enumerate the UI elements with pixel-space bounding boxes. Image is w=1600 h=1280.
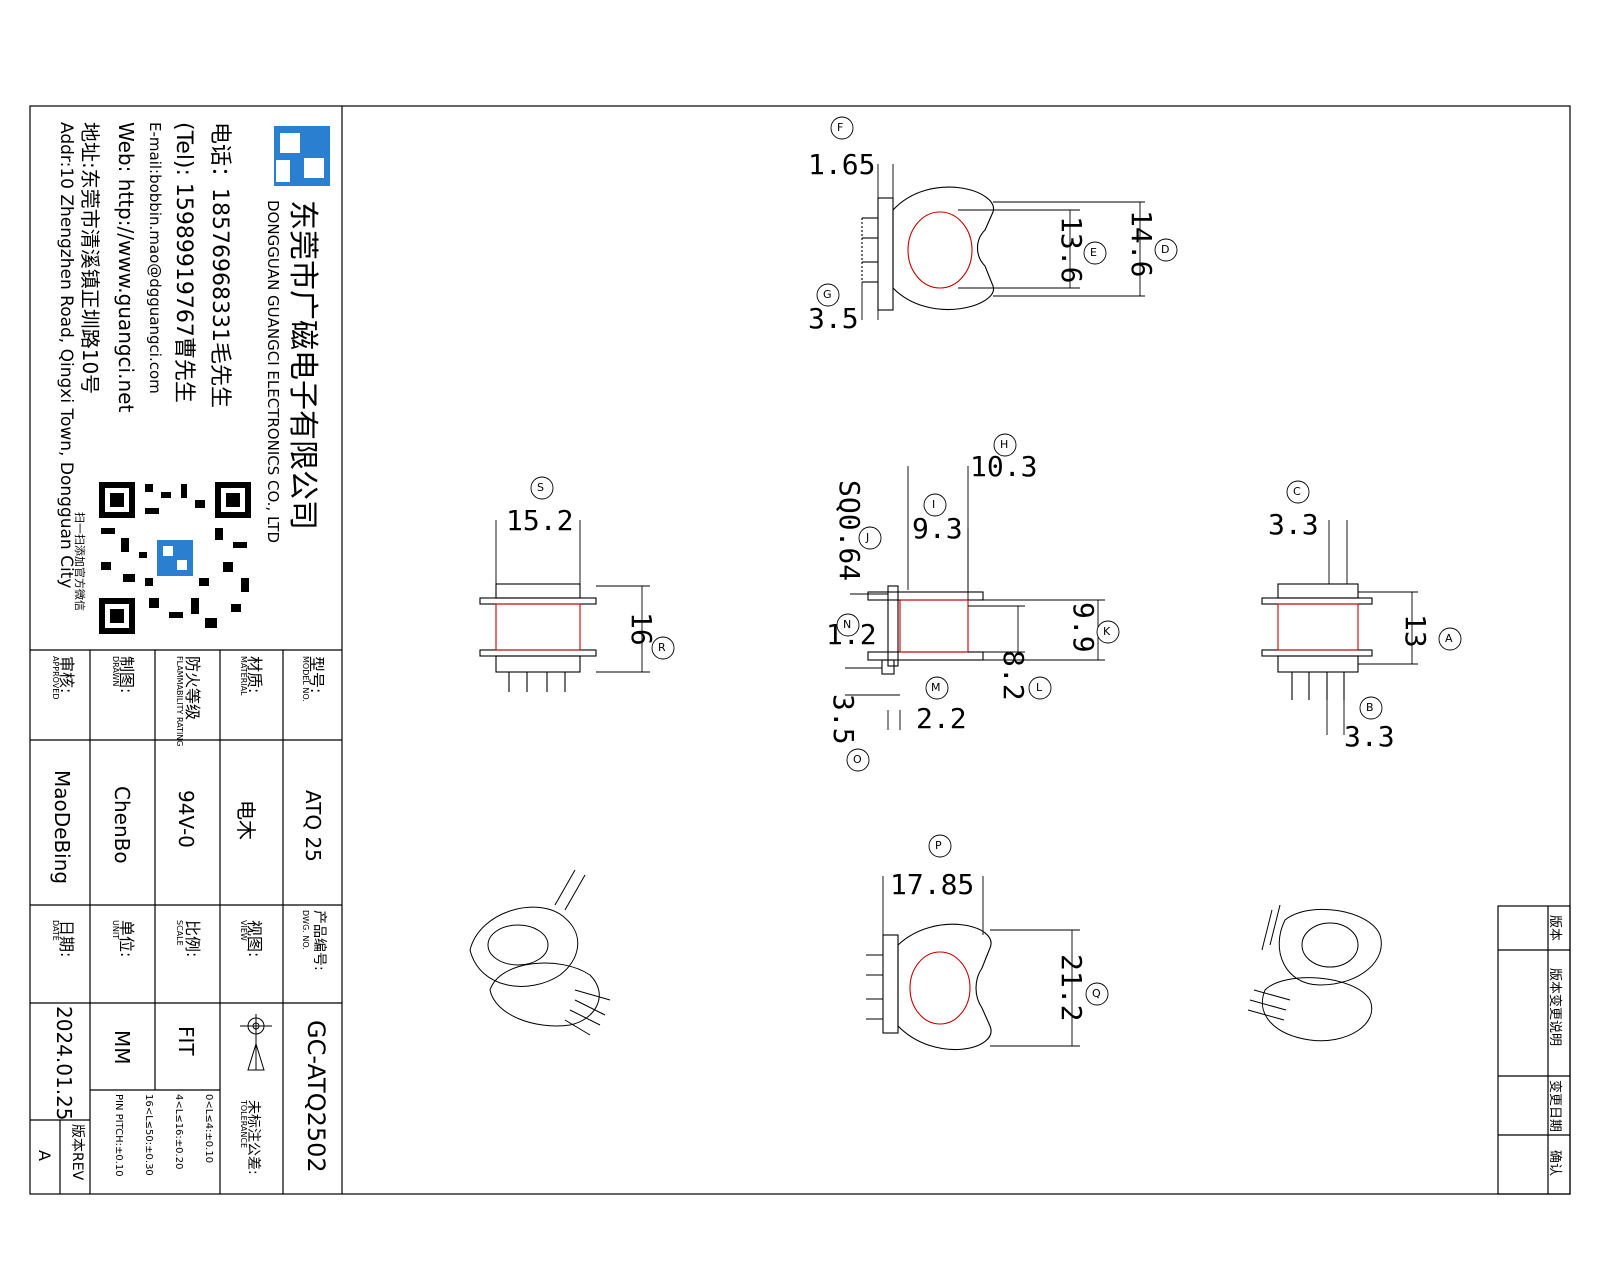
bubble-P: P xyxy=(935,839,942,852)
drawn-label-en: DRAWN xyxy=(111,656,120,687)
bubble-C: C xyxy=(1293,485,1301,498)
fire-rating-label-en: FLAMMABILITY RATING xyxy=(175,656,184,747)
unit-label-en: UNIT xyxy=(111,920,120,940)
side-view-left xyxy=(479,583,597,692)
address-cn-line: 地址:东莞市清溪镇正圳路10号 xyxy=(78,122,102,395)
bubble-S: S xyxy=(537,481,544,494)
dim-O: 3.5 xyxy=(827,694,860,745)
dim-R: 16 xyxy=(625,612,658,646)
rev-col-change: 版本变更说明 xyxy=(1547,968,1562,1047)
tolerance-line-1: 0<L≤4:±0.10 xyxy=(203,1094,214,1164)
bubble-L: L xyxy=(1036,681,1043,694)
tolerance-line-4: PIN PITCH:±0.10 xyxy=(113,1094,124,1177)
bubble-E: E xyxy=(1090,246,1097,259)
dim-J: SQ0.64 xyxy=(833,480,866,582)
dim-H: 10.3 xyxy=(970,450,1038,483)
date-label-en: DATE xyxy=(51,920,60,941)
dimension-bubbles xyxy=(530,116,1462,1006)
front-view xyxy=(850,585,984,675)
tel-line: (Tel): 15989919767曹先生 xyxy=(171,122,196,403)
email-line: E-mail:bobbin.mao@dgguangci.com xyxy=(146,122,164,394)
material-label-en: MATERIAL xyxy=(239,656,248,696)
fire-rating-value: 94V-0 xyxy=(174,790,198,848)
bottom-view xyxy=(866,923,992,1051)
model-value: ATQ 25 xyxy=(301,790,325,862)
iso-view-left xyxy=(469,869,611,1036)
rev-col-version: 版本 xyxy=(1547,915,1562,942)
bubble-A: A xyxy=(1445,632,1453,645)
tolerance-title-en: TOLERANCE xyxy=(239,1100,248,1149)
dim-M: 2.2 xyxy=(916,702,967,735)
dim-P: 17.85 xyxy=(890,868,975,901)
company-name-cn: 东莞市广磁电子有限公司 xyxy=(285,200,320,530)
part-number-label-en: DWG. NO. xyxy=(301,910,310,950)
dim-E: 13.6 xyxy=(1055,216,1088,284)
company-name-en: DONGGUAN GUANGCI ELECTRONICS CO., LTD xyxy=(264,200,282,543)
projection-symbol-icon xyxy=(240,1014,272,1071)
bubble-D: D xyxy=(1161,243,1170,256)
bubble-F: F xyxy=(837,121,844,134)
revision-value: A xyxy=(35,1150,54,1161)
dim-F: 1.65 xyxy=(808,148,876,181)
dim-N: 1.2 xyxy=(826,618,877,651)
dim-B: 3.3 xyxy=(1344,720,1395,753)
bubble-M: M xyxy=(931,681,941,694)
bubble-O: O xyxy=(853,753,862,766)
bubble-Q: Q xyxy=(1092,987,1101,1000)
rev-col-date: 变更日期 xyxy=(1547,1080,1562,1133)
scale-value: FIT xyxy=(174,1026,198,1056)
web-line: Web: http://www.guangci.net xyxy=(114,122,138,413)
side-view-right xyxy=(1261,583,1373,700)
bubble-G: G xyxy=(823,288,832,301)
dim-C: 3.3 xyxy=(1268,508,1319,541)
unit-value: MM xyxy=(110,1030,134,1065)
phone-line: 电话：18576968331毛先生 xyxy=(207,122,232,408)
scale-label: 比例: xyxy=(183,920,202,958)
bubble-R: R xyxy=(658,641,666,654)
dim-I: 9.3 xyxy=(912,512,963,545)
bubble-I: I xyxy=(932,498,936,511)
bubble-N: N xyxy=(843,618,852,631)
company-logo xyxy=(274,126,330,186)
rev-col-confirm: 确认 xyxy=(1547,1150,1562,1177)
revision-label: 版本REV xyxy=(69,1124,85,1181)
bubble-H: H xyxy=(1000,438,1009,451)
dim-A: 13 xyxy=(1399,614,1432,648)
dim-G: 3.5 xyxy=(808,302,859,335)
tolerance-line-3: 16<L≤50:±0.30 xyxy=(143,1094,154,1176)
tolerance-line-2: 4<L≤16:±0.20 xyxy=(173,1094,184,1170)
approved-value: MaoDeBing xyxy=(50,770,74,885)
scale-label-en: SCALE xyxy=(175,920,184,946)
dim-K: 9.9 xyxy=(1067,602,1100,653)
part-number-value: GC-ATQ2502 xyxy=(302,1020,330,1173)
drawn-value: ChenBo xyxy=(110,786,134,864)
bubble-K: K xyxy=(1103,625,1111,638)
bubble-J: J xyxy=(866,531,870,544)
date-value: 2024.01.25 xyxy=(52,1006,76,1121)
material-value: 电木 xyxy=(234,800,258,840)
part-number-label: 产品编号: xyxy=(311,910,327,971)
dim-L: 8.2 xyxy=(997,650,1030,701)
model-label-en: MODEL NO. xyxy=(301,656,310,702)
qr-caption: 扫一扫添加官方微信 xyxy=(73,512,86,611)
dim-S: 15.2 xyxy=(506,504,574,537)
dimension-lines xyxy=(495,164,1418,1047)
qr-code xyxy=(95,478,255,638)
dim-D: 14.6 xyxy=(1125,210,1158,278)
bubble-B: B xyxy=(1366,701,1374,714)
dim-Q: 21.2 xyxy=(1055,954,1088,1022)
iso-view-right xyxy=(1247,904,1382,1042)
view-label-en: VIEW xyxy=(239,920,248,941)
fire-rating-label: 防火等级 xyxy=(183,656,202,721)
top-view xyxy=(861,186,994,311)
approved-label-en: APPROVED xyxy=(51,656,60,700)
